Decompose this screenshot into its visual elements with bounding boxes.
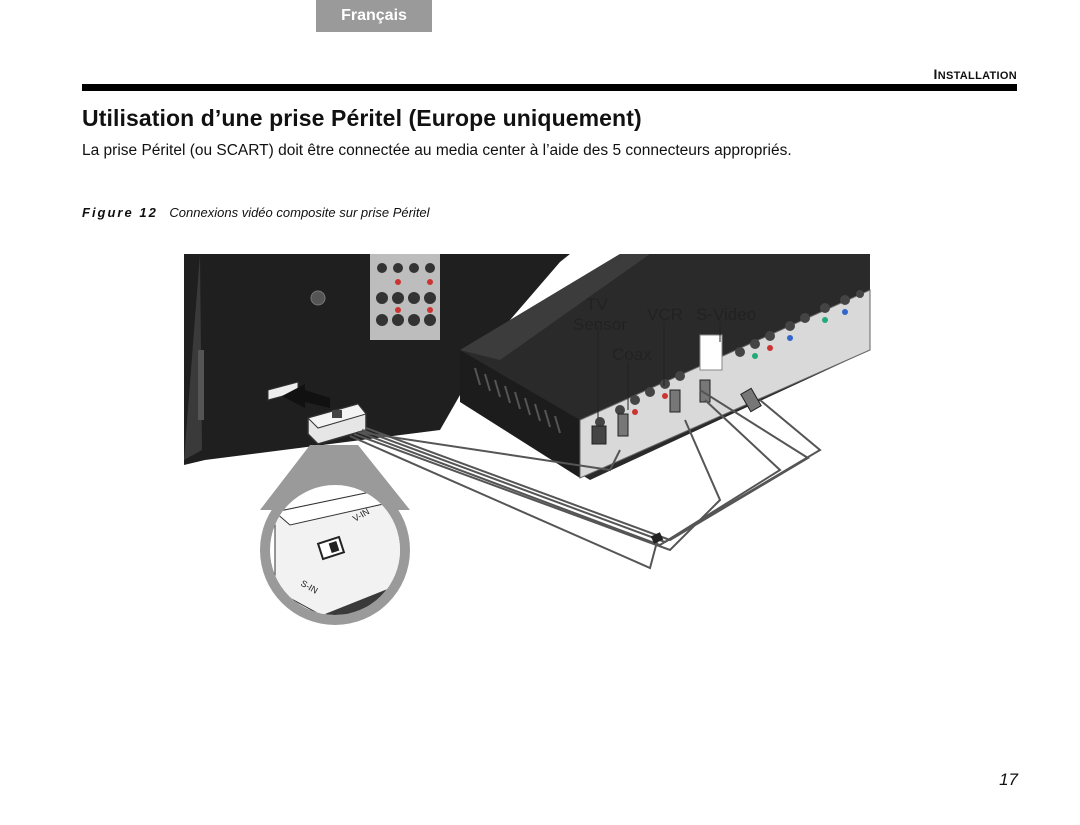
callout-svideo: S-Video — [696, 305, 756, 324]
page-title: Utilisation d’une prise Péritel (Europe … — [82, 105, 642, 131]
section-label: INSTALLATION — [934, 66, 1017, 82]
zoom-callout: S-IN V-IN — [260, 445, 410, 625]
section-label-rest: NSTALLATION — [937, 70, 1017, 82]
figure-caption-text: Connexions vidéo composite sur prise Pér… — [169, 205, 430, 220]
connection-cables — [349, 389, 822, 570]
tv-illustration — [184, 254, 570, 465]
scart-adapter — [307, 403, 367, 445]
figure-number: Figure 12 — [82, 205, 158, 220]
intro-paragraph: La prise Péritel (ou SCART) doit être co… — [82, 142, 792, 159]
connection-illustration: TV Sensor VCR S-Video Coax S-IN V-IN — [180, 250, 880, 650]
callout-coax: Coax — [612, 345, 652, 364]
header-rule — [82, 84, 1017, 91]
insert-arrow — [282, 384, 330, 408]
callout-sensor: Sensor — [573, 315, 627, 334]
media-center-illustration — [460, 254, 871, 480]
section-label-initial: I — [933, 66, 938, 82]
figure-caption: Figure 12 Connexions vidéo composite sur… — [82, 205, 430, 220]
callout-tv: TV — [586, 295, 608, 314]
callout-vcr: VCR — [647, 305, 683, 324]
language-tab-label: Français — [341, 7, 407, 24]
page-number: 17 — [999, 770, 1018, 789]
language-tab[interactable]: Français — [316, 0, 432, 32]
